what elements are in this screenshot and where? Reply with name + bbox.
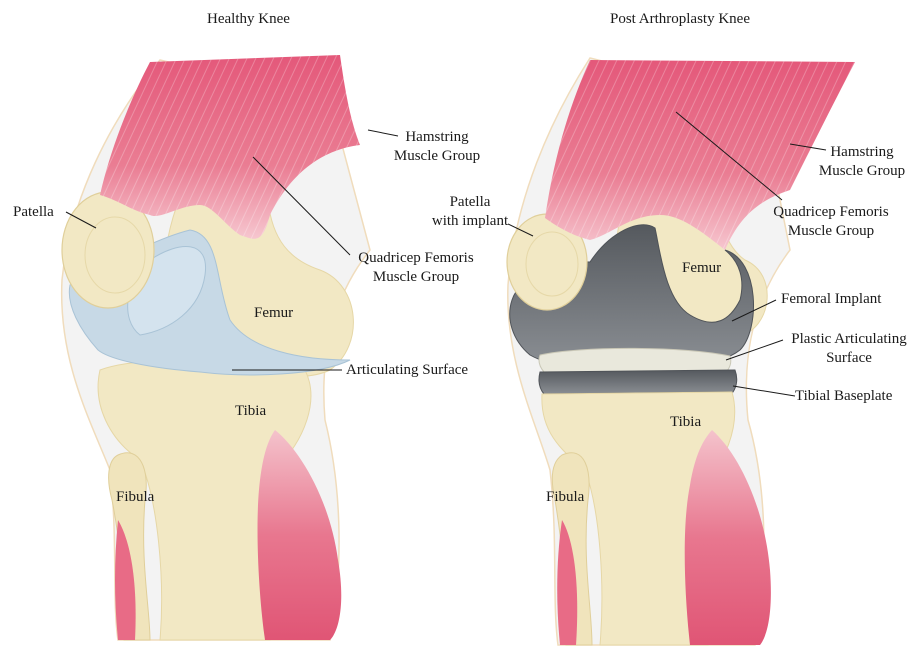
label-plastic-line1: Plastic Articulating <box>783 330 915 349</box>
label-femur-left: Femur <box>254 304 293 323</box>
label-articulating-surface: Articulating Surface <box>346 361 468 380</box>
label-hamstring-left: Hamstring Muscle Group <box>392 128 482 166</box>
label-patella-with-implant: Patella with implant <box>420 193 520 231</box>
label-quadricep-left-line2: Muscle Group <box>346 268 486 287</box>
label-femoral-implant: Femoral Implant <box>781 290 881 309</box>
label-quadricep-left: Quadricep Femoris Muscle Group <box>346 249 486 287</box>
label-hamstring-left-line2: Muscle Group <box>392 147 482 166</box>
label-quadricep-left-line1: Quadricep Femoris <box>346 249 486 268</box>
label-quadricep-right-line1: Quadricep Femoris <box>758 203 904 222</box>
label-hamstring-right-line1: Hamstring <box>812 143 912 162</box>
label-patella-with-implant-line1: Patella <box>420 193 520 212</box>
label-tibia-right: Tibia <box>670 413 701 432</box>
label-quadricep-right: Quadricep Femoris Muscle Group <box>758 203 904 241</box>
title-healthy-knee: Healthy Knee <box>207 10 290 29</box>
label-patella: Patella <box>13 203 54 222</box>
plastic-articulating-surface <box>539 348 731 372</box>
tibial-baseplate <box>539 370 737 394</box>
label-patella-with-implant-line2: with implant <box>420 212 520 231</box>
title-post-arthroplasty-knee: Post Arthroplasty Knee <box>610 10 750 29</box>
label-hamstring-left-line1: Hamstring <box>392 128 482 147</box>
label-fibula-left: Fibula <box>116 488 154 507</box>
label-tibial-baseplate: Tibial Baseplate <box>795 387 892 406</box>
label-quadricep-right-line2: Muscle Group <box>758 222 904 241</box>
healthy-knee-illustration <box>62 55 370 640</box>
label-hamstring-right-line2: Muscle Group <box>812 162 912 181</box>
label-femur-right: Femur <box>682 259 721 278</box>
label-plastic-line2: Surface <box>783 349 915 368</box>
label-tibia-left: Tibia <box>235 402 266 421</box>
label-plastic-articulating-surface: Plastic Articulating Surface <box>783 330 915 368</box>
label-fibula-right: Fibula <box>546 488 584 507</box>
label-hamstring-right: Hamstring Muscle Group <box>812 143 912 181</box>
